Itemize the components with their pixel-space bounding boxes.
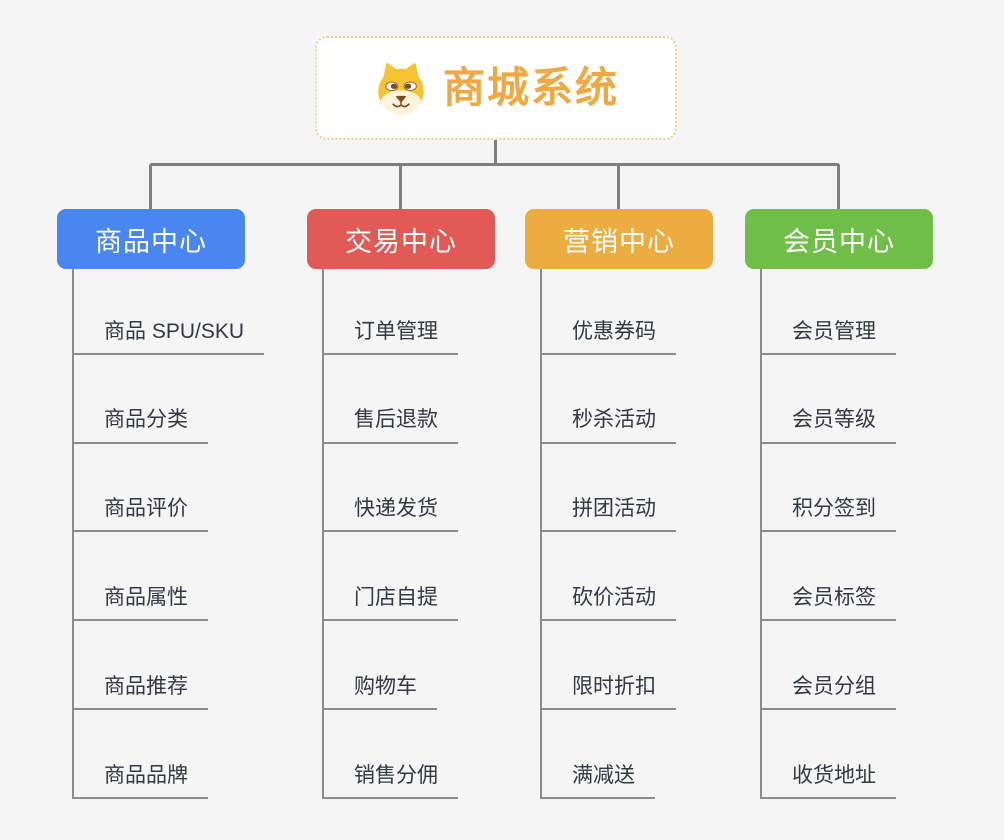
connector-line bbox=[149, 164, 152, 210]
subtopic-row: 商品评价 bbox=[72, 444, 264, 533]
subtopic-row: 砍价活动 bbox=[540, 532, 676, 622]
subtopic-row: 订单管理 bbox=[322, 266, 458, 355]
subtopic-item[interactable]: 订单管理 bbox=[322, 319, 458, 355]
subtopic-row: 购物车 bbox=[322, 621, 458, 710]
subtopic-row: 秒杀活动 bbox=[540, 355, 676, 444]
subtopic-row: 会员标签 bbox=[760, 532, 896, 622]
connector-line bbox=[837, 164, 840, 210]
subtopic-item[interactable]: 商品品牌 bbox=[72, 763, 208, 799]
subtopic-item[interactable]: 快递发货 bbox=[322, 496, 458, 533]
subtopic-row: 商品 SPU/SKU bbox=[72, 266, 265, 355]
root-topic-title: 商城系统 bbox=[442, 64, 619, 111]
branch-connector-line bbox=[72, 269, 74, 799]
subtopic-item[interactable]: 商品分类 bbox=[72, 407, 208, 444]
subtopic-row: 会员管理 bbox=[760, 266, 896, 355]
subtopic-row: 收货地址 bbox=[760, 710, 896, 799]
branch: 交易中心 订单管理 售后退款 快递发货 门店自提 购物车 销售分佣 bbox=[307, 209, 557, 829]
branch-topic[interactable]: 会员中心 bbox=[745, 209, 933, 269]
branch-connector-line bbox=[760, 269, 762, 799]
subtopic-item[interactable]: 砍价活动 bbox=[540, 585, 676, 622]
subtopic-item[interactable]: 会员分组 bbox=[760, 674, 896, 710]
subtopic-row: 会员分组 bbox=[760, 621, 896, 710]
subtopic-item[interactable]: 秒杀活动 bbox=[540, 407, 676, 444]
subtopic-row: 销售分佣 bbox=[322, 710, 458, 799]
shiba-dog-face-icon bbox=[373, 60, 429, 116]
subtopic-list: 会员管理 会员等级 积分签到 会员标签 会员分组 收货地址 bbox=[760, 266, 896, 799]
subtopic-list: 订单管理 售后退款 快递发货 门店自提 购物车 销售分佣 bbox=[322, 266, 458, 799]
subtopic-item[interactable]: 商品评价 bbox=[72, 496, 208, 533]
subtopic-item[interactable]: 会员等级 bbox=[760, 407, 896, 444]
subtopic-row: 满减送 bbox=[540, 710, 676, 799]
subtopic-item[interactable]: 商品属性 bbox=[72, 585, 208, 622]
subtopic-row: 快递发货 bbox=[322, 444, 458, 533]
branch-topic-label: 营销中心 bbox=[563, 226, 675, 257]
connector-line bbox=[399, 164, 402, 210]
branch: 营销中心 优惠券码 秒杀活动 拼团活动 砍价活动 限时折扣 满减送 bbox=[525, 209, 775, 829]
branch-topic[interactable]: 商品中心 bbox=[57, 209, 245, 269]
connector-line bbox=[617, 164, 620, 210]
subtopic-item[interactable]: 会员标签 bbox=[760, 585, 896, 622]
subtopic-row: 商品属性 bbox=[72, 532, 264, 622]
subtopic-list: 商品 SPU/SKU 商品分类 商品评价 商品属性 商品推荐 商品品牌 bbox=[72, 266, 265, 799]
subtopic-item[interactable]: 销售分佣 bbox=[322, 763, 458, 799]
subtopic-row: 售后退款 bbox=[322, 355, 458, 444]
subtopic-item[interactable]: 会员管理 bbox=[760, 319, 896, 355]
branch-connector-line bbox=[322, 269, 324, 799]
subtopic-item[interactable]: 商品 SPU/SKU bbox=[72, 319, 265, 355]
root-topic[interactable]: 商城系统 bbox=[315, 36, 677, 140]
branch-connector-line bbox=[540, 269, 542, 799]
subtopic-item[interactable]: 限时折扣 bbox=[540, 674, 676, 710]
subtopic-list: 优惠券码 秒杀活动 拼团活动 砍价活动 限时折扣 满减送 bbox=[540, 266, 676, 799]
branch-topic-label: 会员中心 bbox=[783, 226, 895, 257]
subtopic-item[interactable]: 门店自提 bbox=[322, 585, 458, 622]
connector-line bbox=[150, 163, 839, 166]
subtopic-row: 门店自提 bbox=[322, 532, 458, 622]
branch: 商品中心 商品 SPU/SKU 商品分类 商品评价 商品属性 商品推荐 商品品牌 bbox=[57, 209, 307, 829]
branch-topic-label: 交易中心 bbox=[345, 226, 457, 257]
subtopic-item[interactable]: 优惠券码 bbox=[540, 319, 676, 355]
subtopic-item[interactable]: 满减送 bbox=[540, 763, 655, 799]
subtopic-item[interactable]: 收货地址 bbox=[760, 763, 896, 799]
branch-topic[interactable]: 交易中心 bbox=[307, 209, 495, 269]
subtopic-row: 会员等级 bbox=[760, 355, 896, 444]
subtopic-row: 拼团活动 bbox=[540, 444, 676, 533]
subtopic-row: 商品品牌 bbox=[72, 710, 264, 799]
subtopic-item[interactable]: 拼团活动 bbox=[540, 496, 676, 533]
subtopic-row: 限时折扣 bbox=[540, 621, 676, 710]
subtopic-item[interactable]: 积分签到 bbox=[760, 496, 896, 533]
branch-topic-label: 商品中心 bbox=[95, 226, 207, 257]
branch-topic[interactable]: 营销中心 bbox=[525, 209, 713, 269]
subtopic-row: 积分签到 bbox=[760, 444, 896, 533]
subtopic-item[interactable]: 购物车 bbox=[322, 674, 437, 710]
subtopic-item[interactable]: 商品推荐 bbox=[72, 674, 208, 710]
branch: 会员中心 会员管理 会员等级 积分签到 会员标签 会员分组 收货地址 bbox=[745, 209, 995, 829]
subtopic-row: 商品推荐 bbox=[72, 621, 264, 710]
subtopic-row: 商品分类 bbox=[72, 355, 264, 444]
subtopic-row: 优惠券码 bbox=[540, 266, 676, 355]
subtopic-item[interactable]: 售后退款 bbox=[322, 407, 458, 444]
connector-line bbox=[494, 138, 497, 165]
